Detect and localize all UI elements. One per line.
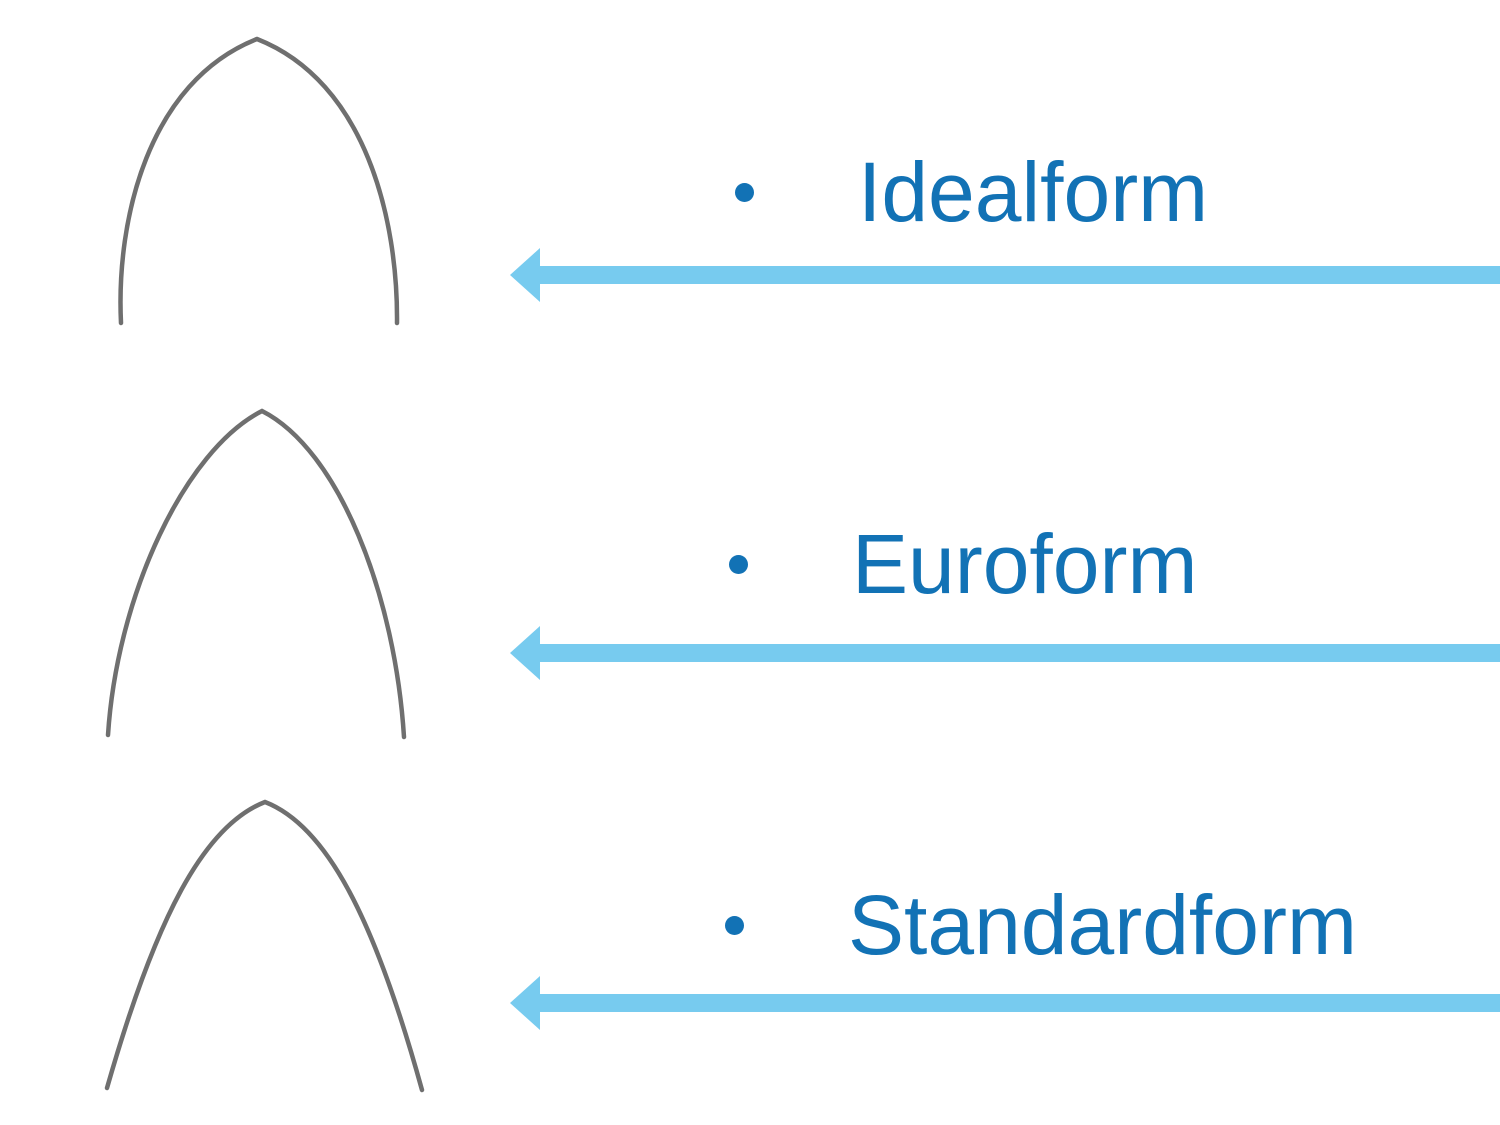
bullet-item-standardform: Standardform <box>725 880 1357 970</box>
left-arrow-standardform <box>510 976 1500 1030</box>
bullet-icon <box>729 554 748 574</box>
left-arrow-shape <box>510 976 1500 1030</box>
standardform-archwire-image <box>104 799 425 1093</box>
idealform-archwire-image <box>118 36 400 326</box>
label-euroform: Euroform <box>852 517 1198 611</box>
bullet-icon <box>735 182 754 202</box>
euroform-archwire-image <box>105 408 407 740</box>
bullet-item-euroform: Euroform <box>729 519 1197 609</box>
label-standardform: Standardform <box>848 878 1357 972</box>
left-arrow-shape <box>510 248 1500 302</box>
standardform-archwire-path <box>104 799 425 1093</box>
idealform-archwire-path <box>118 36 400 326</box>
euroform-archwire-path <box>105 408 407 740</box>
label-idealform: Idealform <box>858 145 1209 239</box>
bullet-icon <box>725 915 744 935</box>
left-arrow-idealform <box>510 248 1500 302</box>
left-arrow-euroform <box>510 626 1500 680</box>
bullet-item-idealform: Idealform <box>735 147 1208 237</box>
left-arrow-shape <box>510 626 1500 680</box>
